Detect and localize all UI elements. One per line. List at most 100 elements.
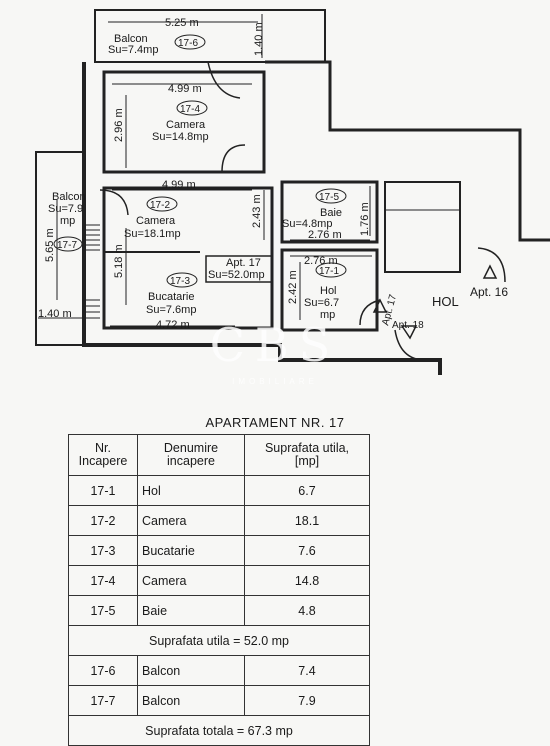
camera-mid-dim-w: 4.99 m — [162, 179, 196, 191]
camera-top-id: 17-4 — [180, 104, 200, 115]
bucatarie-area: Su=7.6mp — [146, 304, 196, 316]
balcon-top-area: Su=7.4mp — [108, 44, 158, 56]
id-circle-17-1 — [315, 262, 347, 278]
hol-id: 17-1 — [319, 266, 339, 277]
row-name: Balcon — [137, 655, 245, 686]
apt-label-box — [205, 255, 273, 283]
subtotal-row: Suprafata utila = 52.0 mp — [68, 625, 370, 656]
stair-outline — [384, 181, 461, 273]
baie-dim-w: 2.76 m — [308, 229, 342, 241]
door-arc-left — [99, 189, 129, 216]
total-row: Suprafata totala = 67.3 mp — [68, 715, 370, 746]
balcon-left-name: Balcon — [52, 191, 86, 203]
balcon-left-area-1: Su=7.9 — [48, 203, 83, 215]
row-nr: 17-7 — [68, 685, 138, 716]
bucatarie-dim-w: 4.72 m — [156, 319, 190, 331]
table-header-row: Nr. Incapere Denumire incapere Suprafata… — [68, 434, 370, 476]
header-area-line2: [mp] — [294, 454, 320, 468]
balcon-top-dim-w: 5.25 m — [165, 17, 199, 29]
camera-mid-area: Su=18.1mp — [124, 228, 181, 240]
table-title: APARTAMENT NR. 17 — [205, 415, 345, 430]
row-area: 18.1 — [244, 505, 370, 536]
hol-area-2: mp — [320, 309, 335, 321]
arrow-apt17 — [372, 298, 388, 313]
row-nr: 17-4 — [68, 565, 138, 596]
balcon-top-id: 17-6 — [178, 38, 198, 49]
id-circle-17-2 — [146, 196, 178, 212]
header-nr-line2: Incapere — [78, 454, 128, 468]
id-circle-17-6 — [174, 34, 206, 50]
id-circle-17-3 — [166, 272, 198, 288]
total-cell: Suprafata totala = 67.3 mp — [68, 715, 370, 746]
hol-dim-h: 2.42 m — [287, 270, 299, 304]
camera-mid-dim-h2: 5.18 m — [113, 244, 125, 278]
table-row: 17-2 Camera 18.1 — [68, 505, 370, 536]
hol-outline — [280, 248, 379, 332]
row-nr: 17-5 — [68, 595, 138, 626]
floor-plan: 5.25 m 1.40 m Balcon Su=7.4mp 17-6 4.99 … — [35, 9, 550, 375]
row-area: 7.6 — [244, 535, 370, 566]
camera-mid-dim-h: 2.43 m — [251, 194, 263, 228]
table-row: 17-7 Balcon 7.9 — [68, 685, 370, 716]
apt18-door-label: Apt. 18 — [392, 320, 424, 331]
watermark-subtitle: IMOBILIARE — [232, 377, 318, 386]
balcon-top-dim-h: 1.40 m — [253, 22, 265, 56]
table-row: 17-1 Hol 6.7 — [68, 475, 370, 506]
door-arc-balcon — [207, 61, 241, 99]
apt16-label: Apt. 16 — [470, 285, 508, 299]
balcon-left-dim-w: 1.40 m — [38, 308, 72, 320]
id-circle-17-4 — [176, 100, 208, 116]
row-area: 7.9 — [244, 685, 370, 716]
camera-top-area: Su=14.8mp — [152, 131, 209, 143]
subtotal-cell: Suprafata utila = 52.0 mp — [68, 625, 370, 656]
camera-top-outline — [102, 70, 266, 174]
row-name: Camera — [137, 565, 245, 596]
door-arc-hol — [359, 299, 381, 326]
row-area: 7.4 — [244, 655, 370, 686]
baie-area: Su=4.8mp — [282, 218, 332, 230]
id-circle-17-5 — [315, 188, 347, 204]
balcon-top-name: Balcon — [114, 33, 148, 45]
baie-name: Baie — [320, 207, 342, 219]
apt-label-line1: Apt. 17 — [226, 257, 261, 269]
camera-mid-name: Camera — [136, 215, 176, 227]
row-nr: 17-1 — [68, 475, 138, 506]
row-area: 6.7 — [244, 475, 370, 506]
balcon-left-dim-h: 5.65 m — [44, 228, 56, 262]
baie-outline — [280, 180, 379, 244]
header-area: Suprafata utila, [mp] — [244, 434, 370, 476]
row-nr: 17-6 — [68, 655, 138, 686]
hol-common-label: HOL — [432, 294, 459, 309]
balcon-left-id: 17-7 — [57, 240, 77, 251]
header-name: Denumire incapere — [137, 434, 245, 476]
row-name: Bucatarie — [137, 535, 245, 566]
table-row: 17-3 Bucatarie 7.6 — [68, 535, 370, 566]
hol-area-1: Su=6.7 — [304, 297, 339, 309]
camera-mid-id: 17-2 — [150, 200, 170, 211]
table-row: 17-4 Camera 14.8 — [68, 565, 370, 596]
bucatarie-name: Bucatarie — [148, 291, 194, 303]
room-table: Nr. Incapere Denumire incapere Suprafata… — [68, 434, 370, 746]
door-arc-apt16 — [477, 247, 506, 283]
header-area-line1: Suprafata utila, — [264, 441, 350, 455]
arrow-apt18 — [400, 325, 418, 340]
table-row: 17-5 Baie 4.8 — [68, 595, 370, 626]
header-name-line2: incapere — [167, 454, 215, 468]
camera-top-name: Camera — [166, 119, 206, 131]
table-row: 17-6 Balcon 7.4 — [68, 655, 370, 686]
door-arc-apt18 — [394, 329, 426, 361]
row-name: Hol — [137, 475, 245, 506]
bucatarie-id: 17-3 — [170, 276, 190, 287]
row-name: Balcon — [137, 685, 245, 716]
baie-dim-h: 1.76 m — [359, 202, 371, 236]
header-nr-line1: Nr. — [95, 441, 111, 455]
header-nr: Nr. Incapere — [68, 434, 138, 476]
watermark-logo: CBS — [209, 318, 341, 372]
row-area: 14.8 — [244, 565, 370, 596]
balcon-top-outline — [94, 9, 326, 63]
apt-label-line2: Su=52.0mp — [208, 269, 265, 281]
camera-top-dim-h: 2.96 m — [113, 108, 125, 142]
header-name-line1: Denumire — [163, 441, 219, 455]
camera-top-dim-w: 4.99 m — [168, 83, 202, 95]
row-nr: 17-2 — [68, 505, 138, 536]
